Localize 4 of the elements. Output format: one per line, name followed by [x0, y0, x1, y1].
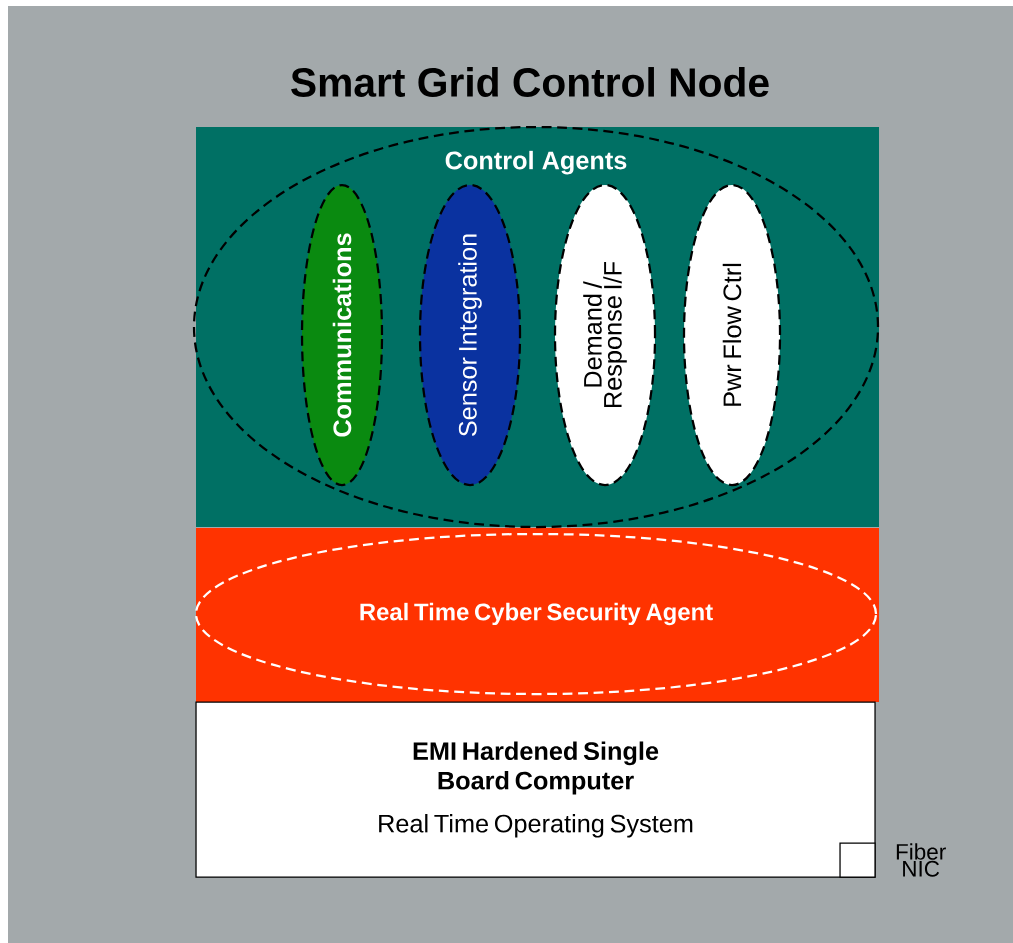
title: Smart Grid Control Node [291, 67, 769, 97]
port-label: Fiber NIC [896, 843, 946, 877]
computer-box: EMI Hardened Single Board Computer Real Time Operating System [195, 701, 876, 878]
port-box [839, 842, 876, 878]
